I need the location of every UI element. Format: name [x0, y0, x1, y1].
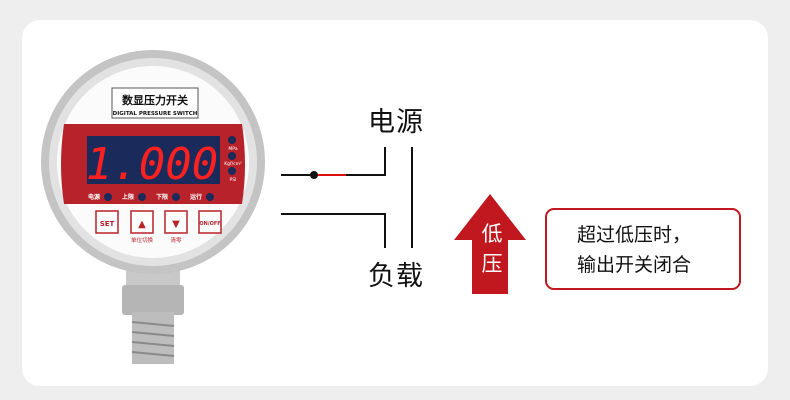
indicator-power: 电源 — [88, 193, 100, 201]
set-button[interactable] — [95, 210, 119, 234]
unit-mpa: MPa — [228, 146, 237, 152]
onoff-button[interactable] — [198, 210, 222, 234]
unit-kgf: Kgf/cm² — [224, 161, 242, 167]
note-line-1: 超过低压时， — [577, 224, 692, 246]
svg-text:▼: ▼ — [172, 219, 180, 230]
indicator-upper: 上限 — [122, 193, 134, 201]
switch-blade — [411, 147, 413, 248]
svg-text:SET: SET — [100, 220, 115, 228]
arrow-text-2: 压 — [481, 252, 503, 276]
indicator-run: 运行 — [190, 193, 202, 201]
down-button[interactable] — [164, 210, 188, 234]
contact-top — [384, 147, 386, 176]
svg-text:ON/OFF: ON/OFF — [199, 221, 220, 227]
note-box: 超过低压时， 输出开关闭合 — [545, 208, 741, 290]
wire-bottom — [281, 213, 386, 215]
display-value: 1.000 — [86, 139, 218, 190]
arrow-text-1: 低 — [481, 222, 503, 246]
svg-text:▲: ▲ — [138, 219, 146, 230]
unit-psi: PSI — [230, 177, 237, 183]
wire-red-segment — [316, 174, 346, 176]
caption-unit-switch: 单位切换 — [131, 236, 154, 244]
wire-junction-dot — [310, 171, 318, 179]
gauge-display — [87, 136, 220, 184]
caption-zero: 清零 — [170, 236, 182, 244]
note-line-2: 输出开关闭合 — [577, 254, 692, 276]
gauge-hex — [122, 285, 184, 315]
gauge-title-cn: 数显压力开关 — [122, 93, 188, 107]
up-button[interactable] — [130, 210, 154, 234]
gauge-title-en: DIGITAL PRESSURE SWITCH — [113, 111, 198, 117]
power-label: 电源 — [368, 107, 424, 138]
indicator-lower: 下限 — [156, 193, 168, 201]
contact-bottom — [384, 213, 386, 248]
load-label: 负载 — [368, 261, 424, 292]
low-pressure-arrow-icon — [454, 194, 526, 294]
